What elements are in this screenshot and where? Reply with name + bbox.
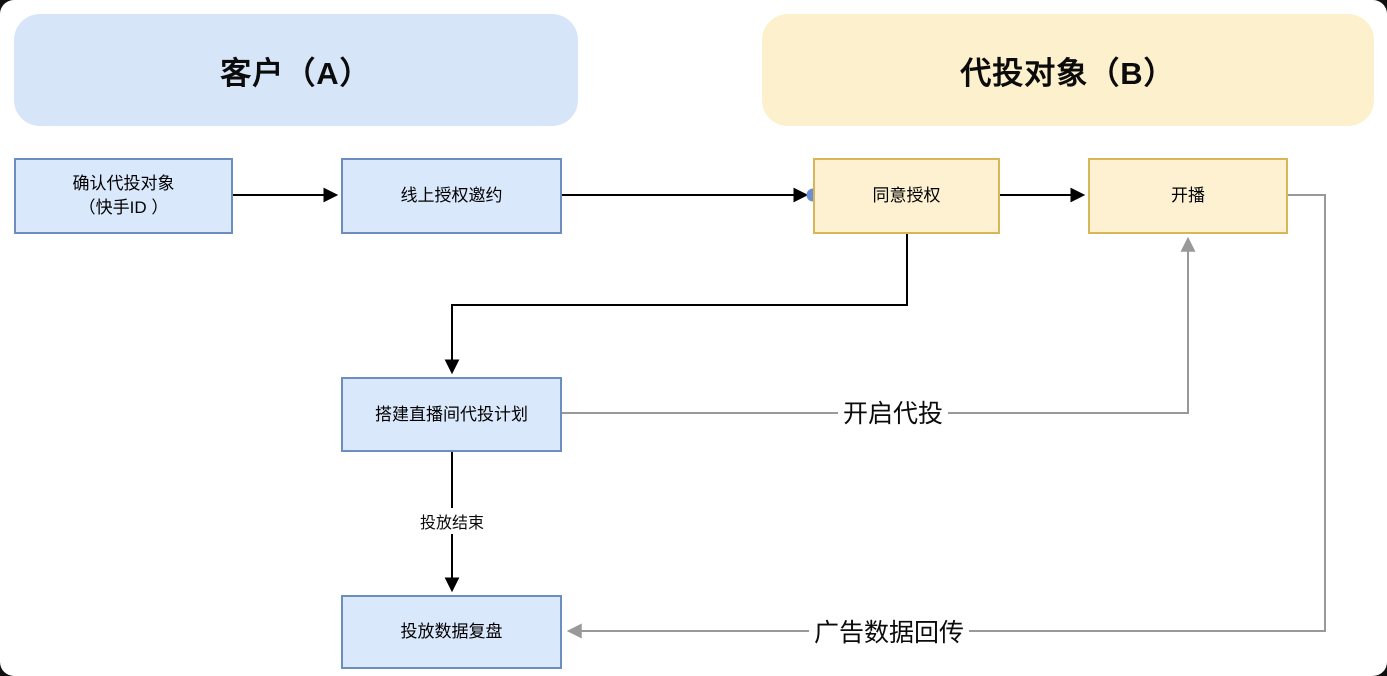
lane-header-client-a-label: 客户（A） [220,55,372,91]
node-online-auth-invite: 线上授权邀约 [341,158,562,234]
edge-label-start-delegation: 开启代投 [837,393,949,431]
edge-plan-to-live-start-delegation [562,236,1196,414]
lane-header-delegate-b-label: 代投对象（B） [960,55,1176,91]
node-start-live: 开播 [1088,158,1288,234]
node-agree-auth-label: 同意授权 [872,186,941,206]
node-data-review-label: 投放数据复盘 [400,622,503,642]
node-data-review: 投放数据复盘 [341,595,562,669]
node-online-auth-invite-label: 线上授权邀约 [400,186,503,206]
node-confirm-target-line1: 确认代投对象 [72,174,175,194]
lane-header-client-a: 客户（A） [14,14,578,126]
node-agree-auth: 同意授权 [813,158,1000,234]
edge-agree-to-plan [444,232,908,375]
edge-label-delivery-end: 投放结束 [414,508,490,534]
lane-header-delegate-b: 代投对象（B） [762,14,1374,126]
node-build-live-plan: 搭建直播间代投计划 [341,377,562,452]
edge-label-ad-data-return: 广告数据回传 [808,612,970,650]
node-start-live-label: 开播 [1171,186,1205,206]
node-build-live-plan-label: 搭建直播间代投计划 [375,404,528,424]
node-confirm-target: 确认代投对象 （快手ID ） [14,158,233,234]
node-confirm-target-line2: （快手ID ） [78,198,169,217]
